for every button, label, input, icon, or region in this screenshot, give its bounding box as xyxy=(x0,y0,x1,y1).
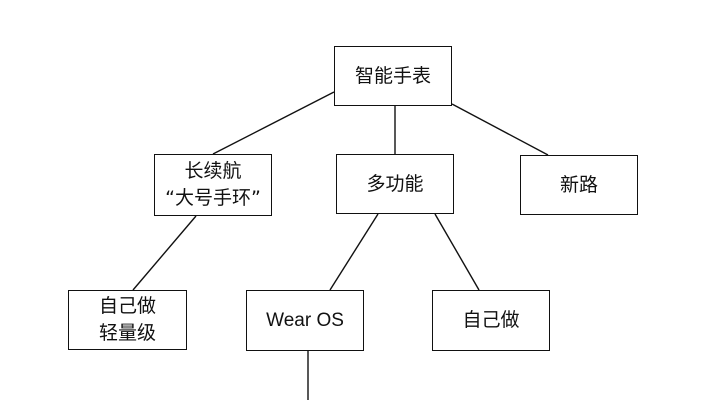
edge-root-new xyxy=(451,103,549,156)
edge-multi-wear xyxy=(329,213,379,291)
edge-battery-light xyxy=(132,215,197,291)
node-new-path: 新路 xyxy=(520,155,638,215)
node-smartwatch: 智能手表 xyxy=(334,46,452,106)
edge-multi-self xyxy=(434,213,480,291)
node-self-made-lightweight: 自己做 轻量级 xyxy=(68,290,187,350)
node-label: 智能手表 xyxy=(354,64,431,87)
node-label-line1: 自己做 xyxy=(98,295,156,317)
node-long-battery: 长续航 “大号手环” xyxy=(154,154,272,216)
node-wear-os: Wear OS xyxy=(246,290,364,351)
node-label: 多功能 xyxy=(366,172,424,195)
node-label: 新路 xyxy=(559,173,598,196)
node-label: Wear OS xyxy=(266,310,344,331)
node-label-line1: 长续航 xyxy=(184,160,242,182)
node-multifunction: 多功能 xyxy=(336,154,454,214)
node-label-line2: “大号手环” xyxy=(165,187,261,209)
node-self-made: 自己做 xyxy=(432,290,550,351)
node-label: 自己做 xyxy=(462,309,520,331)
node-label-line2: 轻量级 xyxy=(98,322,156,344)
edge-root-battery xyxy=(212,91,335,155)
